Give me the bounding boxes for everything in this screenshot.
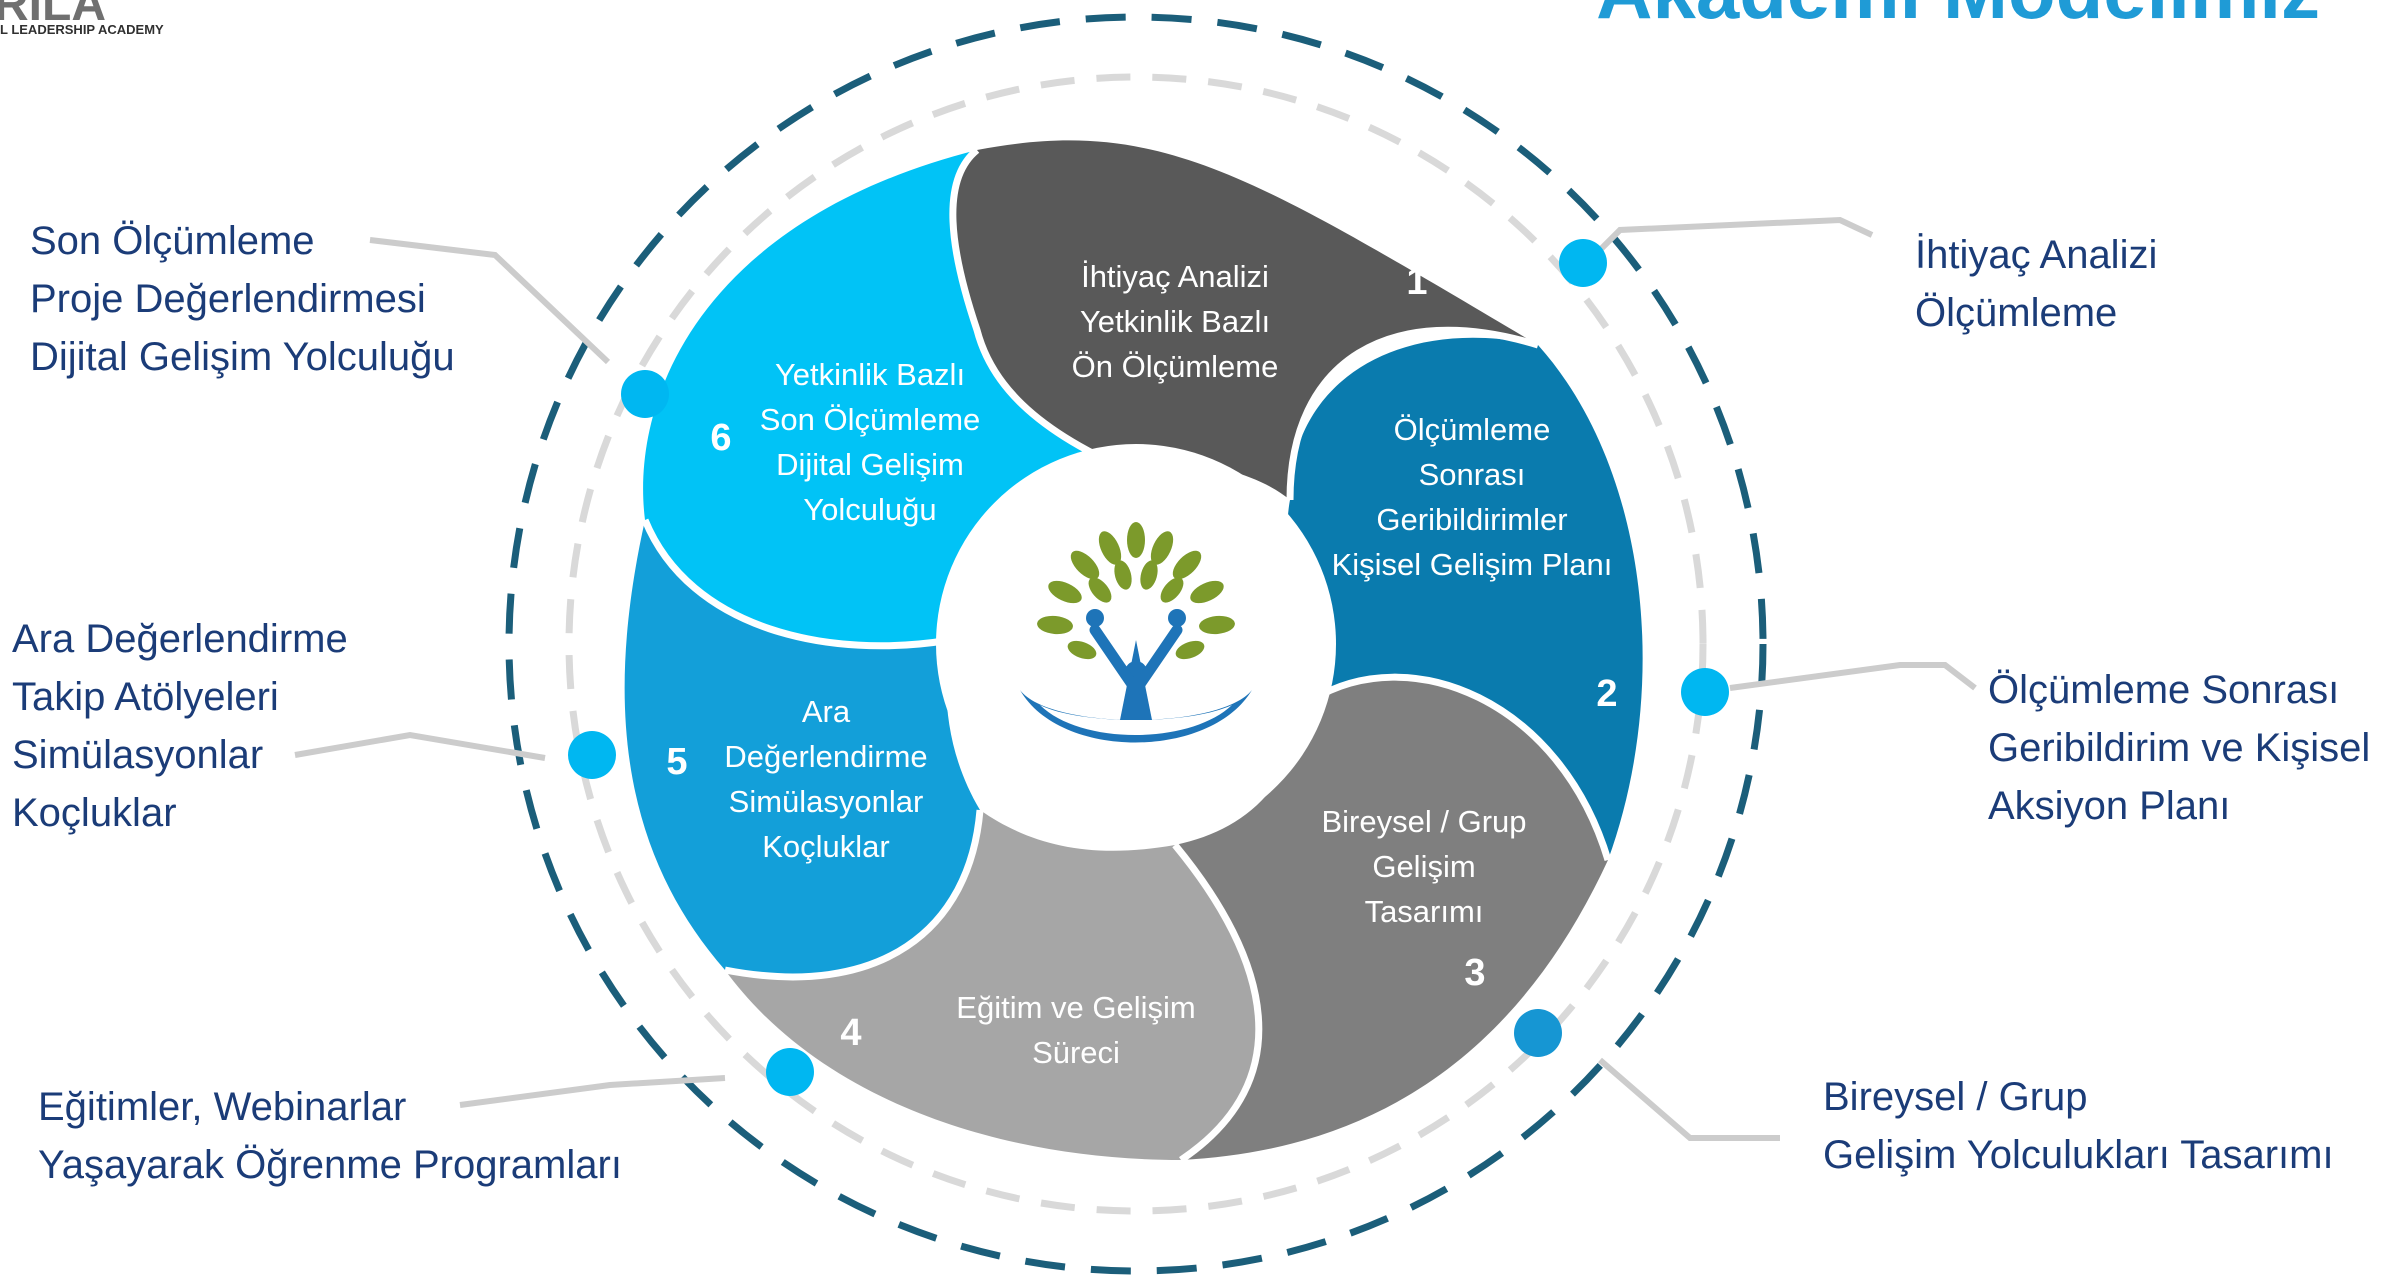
segment-3-line-3: Tasarımı xyxy=(1365,894,1484,929)
separator-4-5 xyxy=(724,809,984,981)
segment-5 xyxy=(624,520,980,977)
callout-bireysel-line-2: Gelişim Yolculukları Tasarımı xyxy=(1823,1133,2334,1177)
callout-olcumleme-sonrasi-line-2: Geribildirim ve Kişisel xyxy=(1988,726,2370,770)
callout-olcumleme-sonrasi-line-3: Aksiyon Planı xyxy=(1988,784,2230,828)
segment-1-label: İhtiyaç Analizi Yetkinlik Bazlı Ön Ölçüm… xyxy=(1072,259,1428,384)
segment-4-number: 4 xyxy=(840,1012,861,1054)
segment-6-line-4: Yolculuğu xyxy=(803,492,936,527)
callout-egitimler: Eğitimler, Webinarlar Yaşayarak Öğrenme … xyxy=(38,1085,622,1187)
segment-2-line-4: Kişisel Gelişim Planı xyxy=(1332,547,1613,582)
segment-4-label: Eğitim ve Gelişim Süreci 4 xyxy=(840,990,1195,1070)
segment-2-number: 2 xyxy=(1596,673,1617,715)
connector-egitimler xyxy=(459,1075,726,1108)
segment-5-line-2: Değerlendirme xyxy=(724,739,927,774)
dot-2 xyxy=(1681,668,1729,716)
separator-2-3 xyxy=(1310,673,1612,862)
separator-3-4 xyxy=(1172,842,1263,1163)
segment-1-line-1: İhtiyaç Analizi xyxy=(1081,259,1269,294)
logo: RILA L LEADERSHIP ACADEMY xyxy=(0,0,164,37)
callout-ara-line-4: Koçluklar xyxy=(12,791,177,835)
segment-5-label: Ara Değerlendirme Simülasyonlar Koçlukla… xyxy=(666,694,927,864)
connector-ihtiyac xyxy=(1587,216,1874,263)
dot-3 xyxy=(1514,1009,1562,1057)
callout-egitimler-line-2: Yaşayarak Öğrenme Programları xyxy=(38,1143,622,1187)
dot-6 xyxy=(621,370,669,418)
tree-logo-icon xyxy=(1020,522,1252,743)
separator-6-1 xyxy=(949,147,1142,479)
segment-3 xyxy=(1175,677,1608,1160)
segment-3-label: Bireysel / Grup Gelişim Tasarımı 3 xyxy=(1321,804,1526,994)
connectors xyxy=(294,216,1977,1141)
callout-son-line-1: Son Ölçümleme xyxy=(30,219,315,263)
segment-6-line-3: Dijital Gelişim xyxy=(776,447,964,482)
page-title: Akademi Modelimiz xyxy=(1596,0,2320,35)
callout-son: Son Ölçümleme Proje Değerlendirmesi Diji… xyxy=(30,219,455,379)
segment-3-number: 3 xyxy=(1464,952,1485,994)
segment-2-line-2: Sonrası xyxy=(1419,457,1526,492)
segment-separators xyxy=(641,147,1612,1163)
logo-mark: RILA xyxy=(0,0,106,31)
callout-olcumleme-sonrasi-line-1: Ölçümleme Sonrası xyxy=(1988,668,2339,712)
segment-2-line-3: Geribildirimler xyxy=(1376,502,1567,537)
segment-2 xyxy=(1286,337,1643,860)
ring-dots xyxy=(568,239,1729,1096)
callout-egitimler-line-1: Eğitimler, Webinarlar xyxy=(38,1085,406,1129)
segment-6-label: Yetkinlik Bazlı Son Ölçümleme Dijital Ge… xyxy=(710,357,980,527)
connector-ara xyxy=(294,731,546,761)
segment-5-line-4: Koçluklar xyxy=(762,829,890,864)
inner-dashed-ring xyxy=(565,73,1707,1215)
callout-ara-line-1: Ara Değerlendirme xyxy=(12,617,348,661)
callout-son-line-3: Dijital Gelişim Yolculuğu xyxy=(30,335,455,379)
callout-son-line-2: Proje Değerlendirmesi xyxy=(30,277,426,321)
callout-ara-line-3: Simülasyonlar xyxy=(12,733,263,777)
segment-1-line-3: Ön Ölçümleme xyxy=(1072,349,1279,384)
callout-ara: Ara Değerlendirme Takip Atölyeleri Simül… xyxy=(12,617,348,835)
callout-bireysel: Bireysel / Grup Gelişim Yolculukları Tas… xyxy=(1823,1075,2334,1177)
dot-1 xyxy=(1559,239,1607,287)
callout-olcumleme-sonrasi: Ölçümleme Sonrası Geribildirim ve Kişise… xyxy=(1988,668,2370,828)
segment-3-line-2: Gelişim xyxy=(1372,849,1475,884)
segment-4 xyxy=(725,810,1259,1160)
segment-1-line-2: Yetkinlik Bazlı xyxy=(1080,304,1270,339)
separator-1-2 xyxy=(1286,326,1540,501)
segment-2-label: Ölçümleme Sonrası Geribildirimler Kişise… xyxy=(1332,412,1618,715)
segment-6-line-2: Son Ölçümleme xyxy=(760,402,981,437)
connector-son xyxy=(369,237,611,365)
dot-5 xyxy=(568,731,616,779)
segment-4-line-1: Eğitim ve Gelişim xyxy=(956,990,1195,1025)
segment-1 xyxy=(952,140,1538,500)
connector-bireysel xyxy=(1598,1057,1780,1141)
connector-olcumleme-sonrasi xyxy=(1729,662,1977,691)
segment-6-number: 6 xyxy=(710,417,731,459)
segment-1-number: 1 xyxy=(1406,261,1427,303)
logo-subtitle: L LEADERSHIP ACADEMY xyxy=(0,22,164,37)
segment-2-line-1: Ölçümleme xyxy=(1394,412,1551,447)
callout-ihtiyac-line-2: Ölçümleme xyxy=(1915,291,2117,335)
callout-bireysel-line-1: Bireysel / Grup xyxy=(1823,1075,2088,1119)
callout-ihtiyac-line-1: İhtiyaç Analizi xyxy=(1915,232,2157,277)
dot-4 xyxy=(766,1048,814,1096)
segment-4-line-2: Süreci xyxy=(1032,1035,1120,1070)
callout-ara-line-2: Takip Atölyeleri xyxy=(12,675,279,719)
segment-6-line-1: Yetkinlik Bazlı xyxy=(775,357,965,392)
separator-5-6 xyxy=(641,518,951,650)
segment-5-number: 5 xyxy=(666,741,687,783)
segment-5-line-1: Ara xyxy=(802,694,851,729)
segment-5-line-3: Simülasyonlar xyxy=(729,784,924,819)
callout-ihtiyac: İhtiyaç Analizi Ölçümleme xyxy=(1915,232,2157,335)
segment-3-line-1: Bireysel / Grup xyxy=(1321,804,1526,839)
outer-dashed-ring xyxy=(505,13,1767,1275)
